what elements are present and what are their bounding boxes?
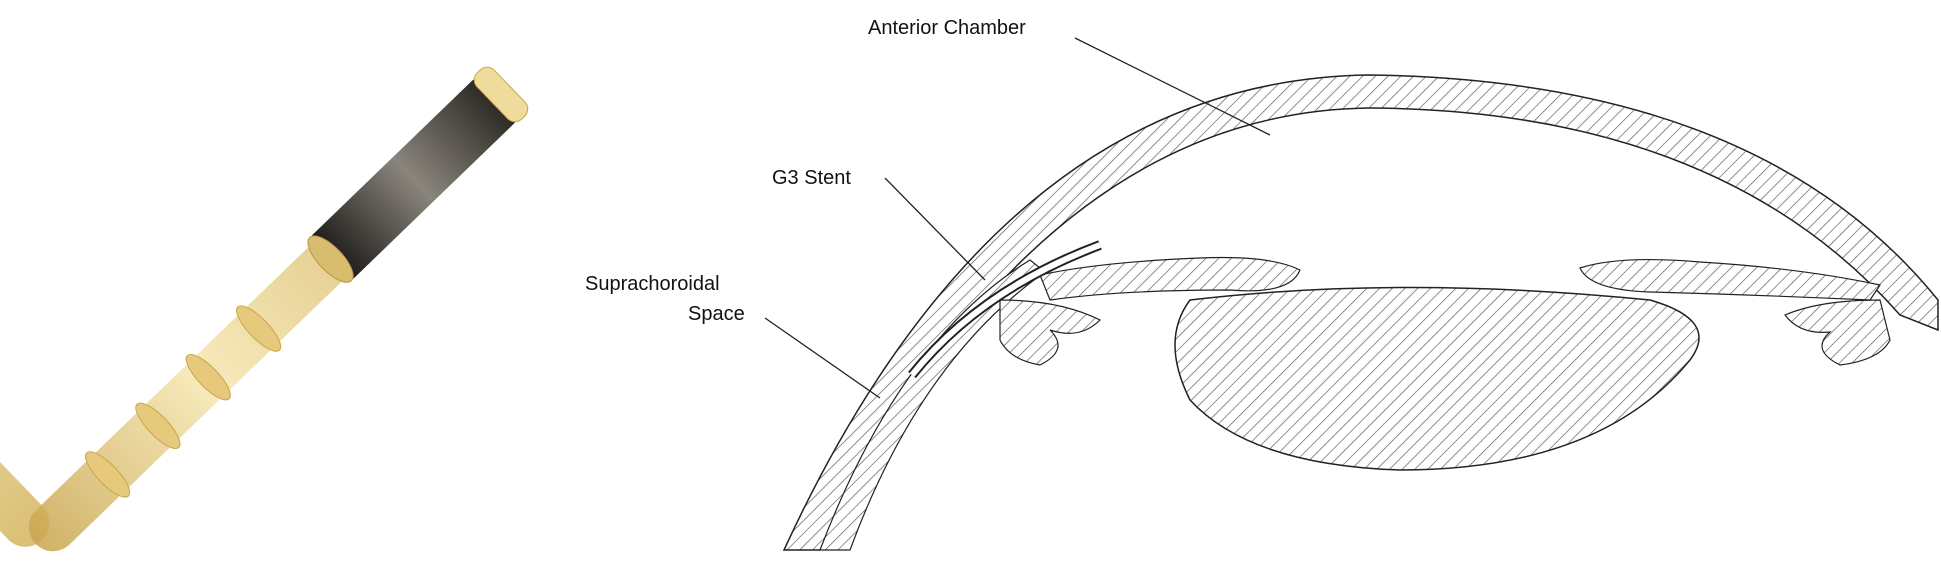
eye-cross-section [782, 74, 1939, 551]
label-anterior-chamber: Anterior Chamber [868, 17, 1026, 39]
iris-left [1039, 256, 1301, 301]
leader-suprachoroidal [764, 317, 881, 399]
leader-anterior-chamber [1074, 37, 1271, 136]
label-space: Space [688, 303, 745, 325]
label-suprachoroidal: Suprachoroidal [585, 273, 720, 295]
ciliary-left [999, 299, 1102, 366]
leader-g3-stent [884, 177, 986, 281]
iris-right [1579, 258, 1881, 301]
g3-stent-render [0, 130, 50, 547]
g3-stent-render-body [28, 66, 529, 552]
suprachoroidal-inner [819, 259, 1046, 551]
lens [1174, 286, 1700, 471]
label-g3-stent: G3 Stent [772, 167, 851, 189]
cornea-sclera [782, 74, 1939, 551]
ciliary-right [1784, 299, 1891, 366]
